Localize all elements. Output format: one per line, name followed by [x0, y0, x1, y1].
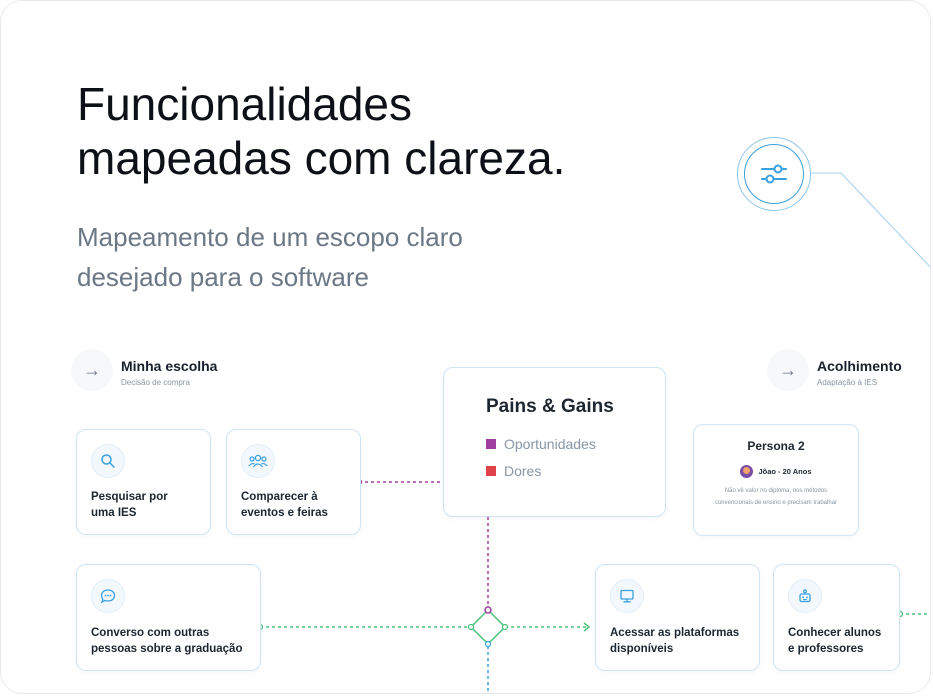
green-arrowhead [583, 622, 591, 632]
junction-node-left [467, 623, 475, 631]
arrow-right-icon: → [773, 355, 803, 385]
search-icon [91, 444, 125, 478]
legend-swatch-red [486, 466, 496, 476]
card-comparecer[interactable]: Comparecer à eventos e feiras [226, 429, 361, 535]
card-converso[interactable]: Converso com outras pessoas sobre a grad… [76, 564, 261, 671]
stage-title: Acolhimento [817, 358, 902, 374]
card-label: Conhecer alunos e professores [788, 627, 882, 655]
stage-subtitle: Adaptação à IES [817, 378, 878, 387]
legend-label: Dores [504, 463, 542, 479]
sliders-icon [737, 137, 811, 211]
pains-gains-card[interactable]: Pains & Gains Oportunidades Dores [443, 367, 666, 517]
card-label: Pesquisar por uma IES [91, 491, 168, 519]
page-title: Funcionalidades mapeadas com clareza. [77, 77, 697, 185]
arrow-right-icon: → [77, 355, 107, 385]
persona-user-name: Jõao - 20 Anos [758, 467, 812, 476]
persona-title: Persona 2 [747, 439, 805, 453]
hero-connector-line [811, 172, 930, 268]
card-label: Acessar as plataformas disponíveis [610, 627, 740, 655]
people-icon [241, 444, 275, 478]
title-line-2: mapeadas com clareza. [77, 132, 566, 184]
card-acessar[interactable]: Acessar as plataformas disponíveis [595, 564, 760, 671]
pains-gains-title: Pains & Gains [486, 396, 614, 417]
legend-dores: Dores [486, 463, 541, 479]
persona-description: Não vê valor no diploma, nos métodos con… [714, 488, 838, 506]
stage-minha-escolha: → Minha escolha Decisão de compra [77, 355, 218, 389]
page-subtitle: Mapeamento de um escopo claro desejado p… [77, 217, 597, 297]
robot-icon [788, 579, 822, 613]
card-pesquisar[interactable]: Pesquisar por uma IES [76, 429, 211, 535]
card-label: Converso com outras pessoas sobre a grad… [91, 627, 243, 655]
legend-swatch-purple [486, 439, 496, 449]
subtitle-line-1: Mapeamento de um escopo claro [77, 222, 463, 252]
stage-title: Minha escolha [121, 358, 218, 374]
monitor-icon [610, 579, 644, 613]
chat-icon [91, 579, 125, 613]
avatar [740, 465, 754, 478]
junction-node-top [484, 606, 492, 614]
persona-user: Jõao - 20 Anos [694, 465, 858, 478]
card-label: Comparecer à eventos e feiras [241, 491, 328, 519]
subtitle-line-2: desejado para o software [77, 262, 369, 292]
junction-diamond [469, 608, 507, 646]
legend-label: Oportunidades [504, 436, 596, 452]
junction-node-bottom [484, 640, 492, 648]
junction-node-right [501, 623, 509, 631]
stage-acolhimento: → Acolhimento Adaptação à IES [773, 355, 902, 389]
persona-card[interactable]: Persona 2 Jõao - 20 Anos Não vê valor no… [693, 424, 859, 536]
card-conhecer[interactable]: Conhecer alunos e professores [773, 564, 900, 671]
legend-oportunidades: Oportunidades [486, 436, 596, 452]
stage-subtitle: Decisão de compra [121, 378, 190, 387]
title-line-1: Funcionalidades [77, 78, 413, 130]
